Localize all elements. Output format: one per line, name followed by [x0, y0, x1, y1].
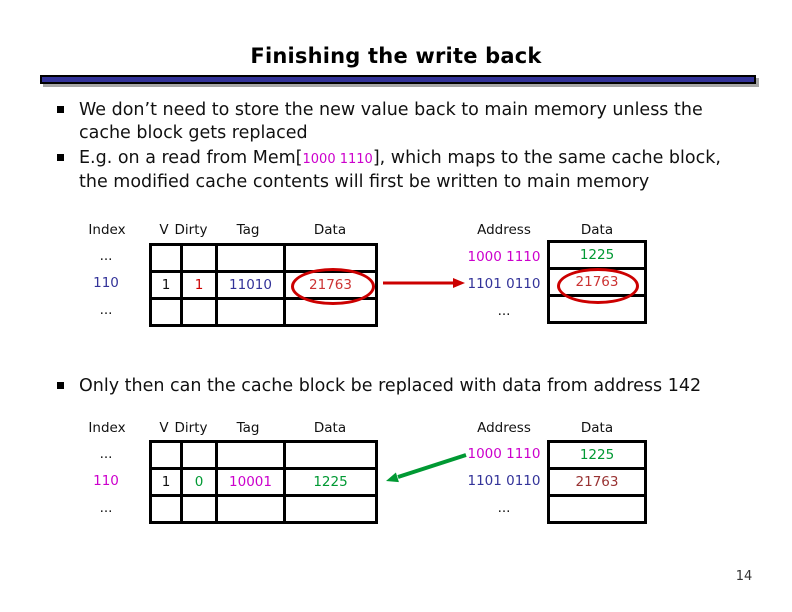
bullet-1-line-2: cache block gets replaced	[79, 123, 308, 143]
bullet-square-icon	[57, 382, 64, 389]
fig1-cache-r1-v	[152, 246, 180, 270]
fig2-cache-r1-tag	[218, 443, 283, 467]
fig2-cache-v-header: V	[159, 420, 169, 436]
fig2-cache-index-row1: ...	[99, 446, 113, 462]
fig1-cache-index-row1: ...	[99, 248, 113, 264]
fig1-memory-address-row2: 1101 0110	[467, 276, 541, 292]
fig2-memory-r3-data	[550, 497, 644, 521]
fig2-memory-address-row3: ...	[497, 500, 511, 516]
bullet-square-icon	[57, 154, 64, 161]
fig1-cache-r2-data: 21763	[286, 273, 375, 297]
fig1-cache-r3-data	[286, 300, 375, 324]
fig1-cache-v-header: V	[159, 222, 169, 238]
bullet-item-1: We don’t need to store the new value bac…	[57, 99, 703, 145]
fig2-cache-r1-data	[286, 443, 375, 467]
fig2-memory-address-header: Address	[477, 420, 531, 436]
fig2-cache-r3-data	[286, 497, 375, 521]
fig2-cache-index-label: Index	[88, 420, 126, 436]
red-arrow	[383, 278, 465, 288]
bullet-2-line-2: the modified cache contents will first b…	[79, 172, 650, 192]
fig2-cache-r1-v	[152, 443, 180, 467]
fig2-cache-r2-dirty: 0	[183, 470, 215, 494]
bullet-2-pre: E.g. on a read from Mem[	[79, 148, 303, 168]
fig2-memory-table: 1225 21763	[547, 440, 647, 524]
fig2-cache-index-row3: ...	[99, 500, 113, 516]
fig1-cache-dirty-header: Dirty	[174, 222, 208, 238]
fig2-cache-dirty-header: Dirty	[174, 420, 208, 436]
fig1-memory-address-row3: ...	[497, 303, 511, 319]
fig2-memory-r1-data: 1225	[550, 443, 644, 467]
fig1-memory-address-row1: 1000 1110	[467, 249, 541, 265]
fig2-cache-r1-dirty	[183, 443, 215, 467]
green-arrow	[386, 453, 467, 483]
fig2-cache-table: 1 0 10001 1225	[149, 440, 378, 524]
page-title: Finishing the write back	[250, 44, 542, 68]
bullet-2-post: ], which maps to the same cache block,	[372, 148, 721, 168]
fig2-cache-data-header: Data	[313, 420, 347, 436]
fig2-cache-r2-v: 1	[152, 470, 180, 494]
fig1-memory-r1-data: 1225	[550, 243, 644, 267]
bullet-2-line-1: E.g. on a read from Mem[1000 1110], whic…	[79, 147, 721, 171]
bullet-3-line-1: Only then can the cache block be replace…	[79, 376, 702, 396]
fig1-cache-tag-header: Tag	[236, 222, 260, 238]
title-divider-bar	[40, 75, 756, 84]
fig2-cache-r2-tag: 10001	[218, 470, 283, 494]
fig2-cache-r3-dirty	[183, 497, 215, 521]
fig2-memory-address-row2: 1101 0110	[467, 473, 541, 489]
fig1-cache-r1-dirty	[183, 246, 215, 270]
fig1-memory-data-header: Data	[580, 222, 614, 238]
fig1-cache-table: 1 1 11010 21763	[149, 243, 378, 327]
fig1-cache-r2-dirty: 1	[183, 273, 215, 297]
fig1-cache-r2-tag: 11010	[218, 273, 283, 297]
fig2-memory-data-header: Data	[580, 420, 614, 436]
fig1-cache-r2-v: 1	[152, 273, 180, 297]
fig2-cache-r2-data: 1225	[286, 470, 375, 494]
fig1-cache-r1-tag	[218, 246, 283, 270]
fig2-cache-r3-v	[152, 497, 180, 521]
fig1-cache-r3-v	[152, 300, 180, 324]
fig2-memory-r2-data: 21763	[550, 470, 644, 494]
fig1-cache-r3-dirty	[183, 300, 215, 324]
fig1-cache-r3-tag	[218, 300, 283, 324]
fig1-memory-address-header: Address	[477, 222, 531, 238]
bullet-2-address: 1000 1110	[302, 152, 373, 167]
fig1-memory-r3-data	[550, 297, 644, 321]
fig2-cache-r3-tag	[218, 497, 283, 521]
fig1-memory-r2-data: 21763	[550, 270, 644, 294]
bullet-item-3: Only then can the cache block be replace…	[57, 375, 701, 398]
fig1-cache-index-row2: 110	[93, 275, 119, 291]
fig1-cache-index-label: Index	[88, 222, 126, 238]
bullet-1-line-1: We don’t need to store the new value bac…	[79, 100, 703, 120]
fig2-cache-tag-header: Tag	[236, 420, 260, 436]
fig1-cache-r1-data	[286, 246, 375, 270]
bullet-square-icon	[57, 106, 64, 113]
fig1-memory-table: 1225 21763	[547, 240, 647, 324]
fig2-memory-address-row1: 1000 1110	[467, 446, 541, 462]
page-number: 14	[735, 569, 753, 584]
bullet-item-2: E.g. on a read from Mem[1000 1110], whic…	[57, 147, 721, 194]
fig2-cache-index-row2: 110	[93, 473, 119, 489]
fig1-cache-index-row3: ...	[99, 302, 113, 318]
fig1-cache-data-header: Data	[313, 222, 347, 238]
